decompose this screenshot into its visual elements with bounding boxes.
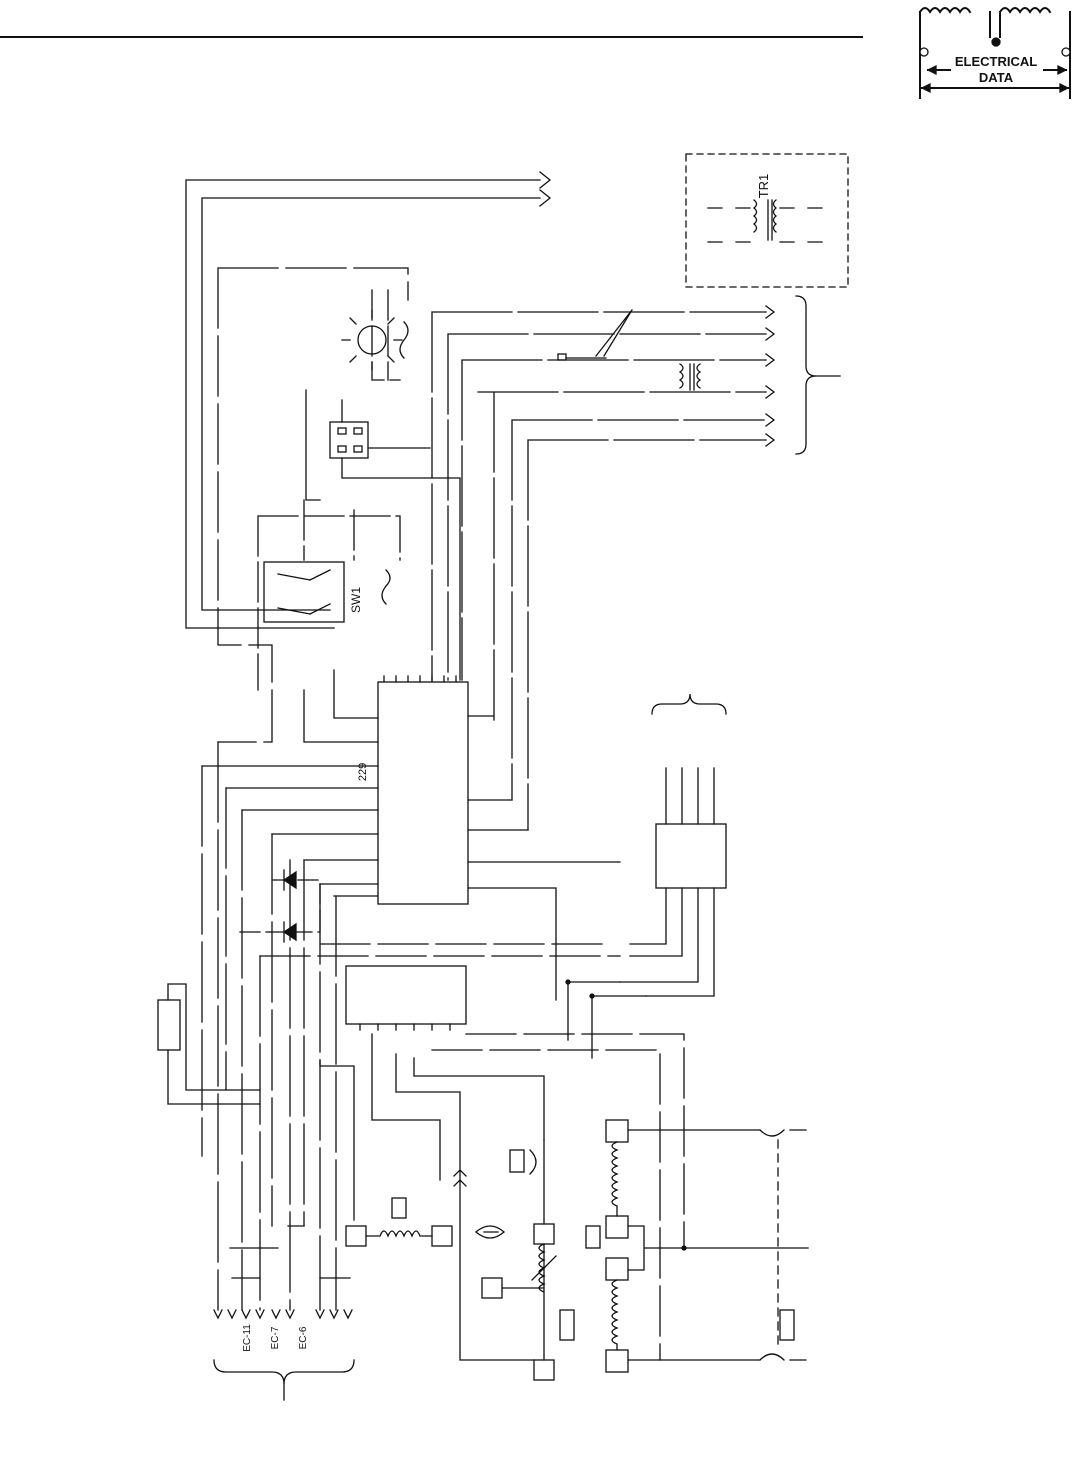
small-transformer [680, 364, 700, 390]
component-box [510, 1150, 524, 1172]
bottom-right-coils [586, 1120, 808, 1372]
relay-contact [338, 446, 346, 452]
electrical-data-tab: ELECTRICAL DATA [920, 8, 1070, 98]
right-bus [432, 296, 840, 830]
coil-wires [628, 1130, 808, 1360]
relay-wires [306, 390, 460, 680]
coil-1 [366, 1231, 432, 1236]
transformer-box: TR1 [686, 154, 848, 287]
module-body [346, 966, 466, 1024]
connector-body [656, 824, 726, 888]
tr1-leads [708, 208, 822, 242]
bus-connector-arrows [766, 306, 774, 446]
resistor-body [158, 1000, 180, 1050]
left-resistor [158, 984, 260, 1104]
fuse-2 [382, 570, 390, 604]
terminal-dot [920, 48, 928, 56]
connector-top-leads [666, 768, 714, 824]
junction-dot [590, 994, 594, 998]
bottom-wire-460 [454, 1170, 534, 1360]
connector-label-ec11: EC-11 [242, 1324, 253, 1352]
terminal-box [534, 1224, 554, 1244]
coil-label-box [392, 1198, 406, 1218]
junction-wires [568, 982, 646, 1058]
tab-label-electrical: ELECTRICAL [955, 54, 1037, 69]
coil-graphic [920, 8, 1050, 37]
sw1-label: SW1 [349, 587, 363, 613]
bottom-center-wires [502, 1140, 556, 1360]
wire-loop [186, 180, 540, 628]
terminal-dot [1062, 48, 1070, 56]
terminal-box [606, 1258, 628, 1280]
terminal-box [606, 1120, 628, 1142]
lamp-wires [372, 290, 400, 380]
relay-contact [354, 428, 362, 434]
center-tap-dot [992, 38, 1000, 46]
resistor-wires [168, 984, 260, 1104]
bus-wires [432, 312, 766, 830]
terminal-box [534, 1360, 554, 1380]
controller-body [378, 682, 468, 904]
component-box [586, 1226, 600, 1248]
wire-218 [218, 268, 408, 742]
main-controller: 229 [202, 670, 620, 1000]
component-box [780, 1310, 794, 1340]
component-box [560, 1310, 574, 1340]
right-brace [796, 296, 816, 454]
terminal-box [606, 1216, 628, 1238]
right-connector-block [566, 694, 726, 1058]
connector-label-ec7: EC-7 [270, 1326, 281, 1349]
wire-marker [558, 354, 566, 360]
controller-right-wires [468, 716, 620, 1000]
connector-bottom-leads [620, 888, 714, 996]
tr1-coil [754, 200, 776, 240]
junction-dot [566, 980, 570, 984]
controller-pins-top [384, 676, 456, 682]
harness-wires [202, 742, 336, 1310]
module-wires [260, 944, 684, 1360]
junction-dot [682, 1246, 686, 1250]
diodes [240, 870, 320, 942]
right-jacks [760, 1130, 806, 1360]
coil-2 [612, 1142, 617, 1216]
module-pins [360, 1024, 450, 1030]
left-harness: EC-11 EC-7 EC-6 [202, 742, 354, 1400]
switch-sw1: SW1 [258, 500, 400, 690]
diode-wires [240, 880, 320, 932]
coil-3 [612, 1280, 617, 1350]
bottom-left-brace [214, 1360, 354, 1384]
lower-module [260, 944, 684, 1360]
module-down-wires [320, 1034, 544, 1220]
terminal-box [606, 1350, 628, 1372]
tab-label-data: DATA [979, 70, 1014, 85]
sw1-blades [278, 570, 330, 614]
sw1-wires [258, 500, 400, 690]
terminal-box [346, 1226, 366, 1246]
relay-contact [354, 446, 362, 452]
terminal-box [432, 1226, 452, 1246]
sensor-symbol [476, 1226, 504, 1238]
connector-label-ec6: EC-6 [298, 1326, 309, 1349]
pin-229-label: 229 [357, 763, 369, 781]
tr1-label: TR1 [756, 174, 771, 199]
lamp-fuse-group [342, 290, 408, 380]
top-connector-arrows [540, 172, 550, 206]
relay-block [306, 390, 460, 680]
harness-connector-arrows [214, 1310, 352, 1318]
terminal-box [482, 1278, 502, 1298]
relay-contact [338, 428, 346, 434]
connector-brace [652, 694, 726, 714]
